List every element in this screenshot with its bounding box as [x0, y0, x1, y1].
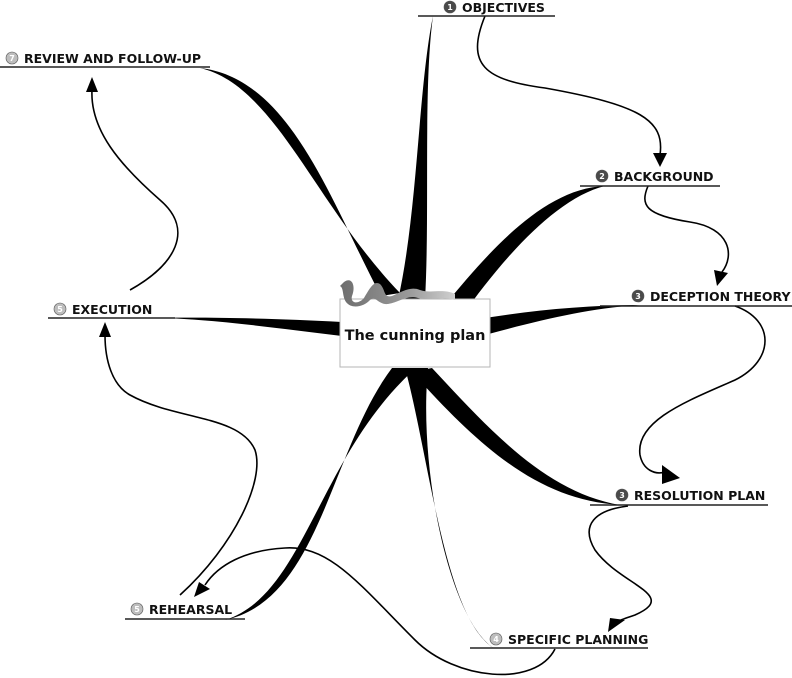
- node-review-follow-up[interactable]: 7 REVIEW AND FOLLOW-UP: [0, 51, 210, 68]
- arrow-head: [662, 465, 680, 484]
- branch-rehearsal: [225, 368, 416, 620]
- arrow-resolution-to-specific: [588, 505, 652, 625]
- node-execution[interactable]: 5 EXECUTION: [48, 302, 175, 319]
- node-number: 5: [134, 605, 140, 614]
- branch-resolution-plan: [412, 368, 620, 505]
- branch-background: [445, 186, 605, 316]
- node-label: REHEARSAL: [149, 602, 232, 617]
- arrow-rehearsal-to-execution: [104, 334, 258, 596]
- central-topic-title: The cunning plan: [345, 328, 486, 344]
- branches: [155, 16, 640, 649]
- node-number: 3: [619, 491, 625, 500]
- number-badge-icon: [53, 302, 67, 316]
- branch-review-follow-up: [200, 68, 400, 296]
- node-label: DECEPTION THEORY: [650, 289, 792, 304]
- arrow-deception-to-resolution: [639, 305, 766, 474]
- sequence-arrows: [86, 15, 766, 676]
- node-number: 3: [635, 292, 641, 301]
- node-specific-planning[interactable]: 4 SPECIFIC PLANNING: [470, 632, 648, 649]
- node-deception-theory[interactable]: 3 DECEPTION THEORY: [600, 289, 792, 307]
- arrow-head: [714, 270, 728, 286]
- node-label: REVIEW AND FOLLOW-UP: [24, 51, 201, 66]
- node-number: 7: [9, 54, 15, 63]
- node-label: EXECUTION: [72, 302, 152, 317]
- node-label: RESOLUTION PLAN: [634, 488, 765, 503]
- node-objectives[interactable]: 1 OBJECTIVES: [418, 0, 555, 17]
- brush-stroke-logo: [340, 280, 455, 307]
- number-badge-icon: [615, 488, 629, 502]
- node-number: 4: [493, 635, 499, 644]
- node-rehearsal[interactable]: 5 REHEARSAL: [125, 602, 245, 620]
- number-badge-icon: [5, 51, 19, 65]
- central-topic-box: [339, 298, 491, 368]
- central-topic[interactable]: The cunning plan: [339, 280, 491, 368]
- number-badge-icon: [595, 169, 609, 183]
- number-badge-icon: [130, 602, 144, 616]
- node-label: SPECIFIC PLANNING: [508, 632, 648, 647]
- branch-objectives: [398, 16, 433, 300]
- node-resolution-plan[interactable]: 3 RESOLUTION PLAN: [590, 488, 768, 506]
- node-label: BACKGROUND: [614, 169, 714, 184]
- node-label: OBJECTIVES: [462, 0, 545, 15]
- branch-deception-theory: [485, 305, 640, 335]
- branch-specific-planning: [405, 368, 495, 649]
- branch-execution: [155, 317, 342, 336]
- arrow-head: [86, 77, 98, 92]
- arrow-head: [99, 322, 111, 337]
- node-number: 2: [599, 172, 605, 181]
- number-badge-icon: [443, 0, 457, 14]
- arrow-execution-to-review: [91, 89, 179, 291]
- node-background[interactable]: 2 BACKGROUND: [580, 169, 720, 187]
- arrow-head: [653, 153, 667, 167]
- arrow-head: [608, 618, 625, 632]
- node-number: 1: [447, 3, 453, 12]
- number-badge-icon: [631, 289, 645, 303]
- arrow-objectives-to-background: [476, 15, 662, 156]
- node-number: 5: [57, 305, 63, 314]
- number-badge-icon: [489, 632, 503, 646]
- arrow-background-to-deception: [644, 185, 730, 273]
- arrow-head: [194, 582, 210, 597]
- arrow-specific-to-rehearsal: [204, 547, 556, 676]
